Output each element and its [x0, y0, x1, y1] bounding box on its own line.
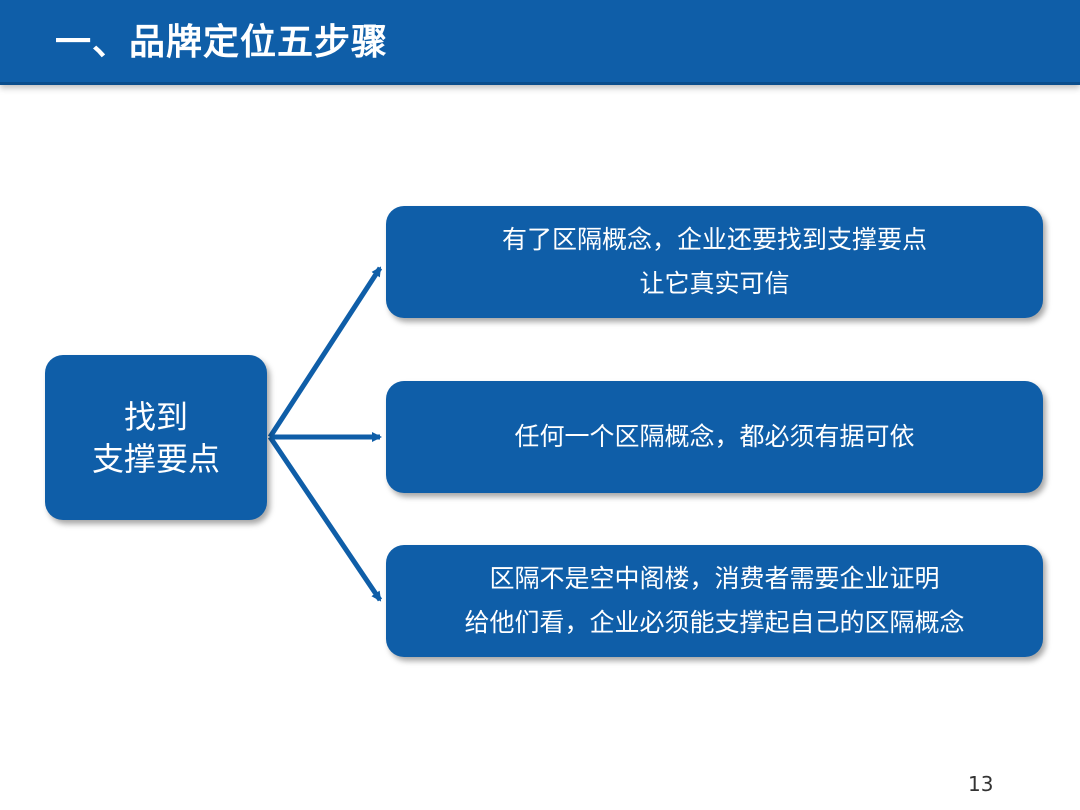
target-1-line-1: 有了区隔概念，企业还要找到支撑要点 [501, 225, 927, 254]
header-bar: 一、品牌定位五步骤 [0, 0, 1080, 85]
target-box-3: 区隔不是空中阁楼，消费者需要企业证明 给他们看，企业必须能支撑起自己的区隔概念 [386, 545, 1043, 657]
source-box: 找到 支撑要点 [45, 355, 267, 520]
target-1-line-2: 让它真实可信 [639, 269, 790, 298]
page-number: 13 [968, 772, 994, 796]
arrow-to-target-1 [267, 266, 383, 439]
source-line-1: 找到 [123, 397, 188, 436]
target-box-2: 任何一个区隔概念，都必须有据可依 [386, 381, 1043, 493]
target-3-line-1: 区隔不是空中阁楼，消费者需要企业证明 [489, 564, 940, 593]
target-2-line-1: 任何一个区隔概念，都必须有据可依 [514, 422, 915, 451]
target-box-1: 有了区隔概念，企业还要找到支撑要点 让它真实可信 [386, 206, 1043, 318]
source-line-2: 支撑要点 [91, 439, 220, 478]
arrow-to-target-3 [267, 435, 383, 602]
target-3-line-2: 给他们看，企业必须能支撑起自己的区隔概念 [464, 608, 965, 637]
page-title: 一、品牌定位五步骤 [55, 22, 389, 63]
